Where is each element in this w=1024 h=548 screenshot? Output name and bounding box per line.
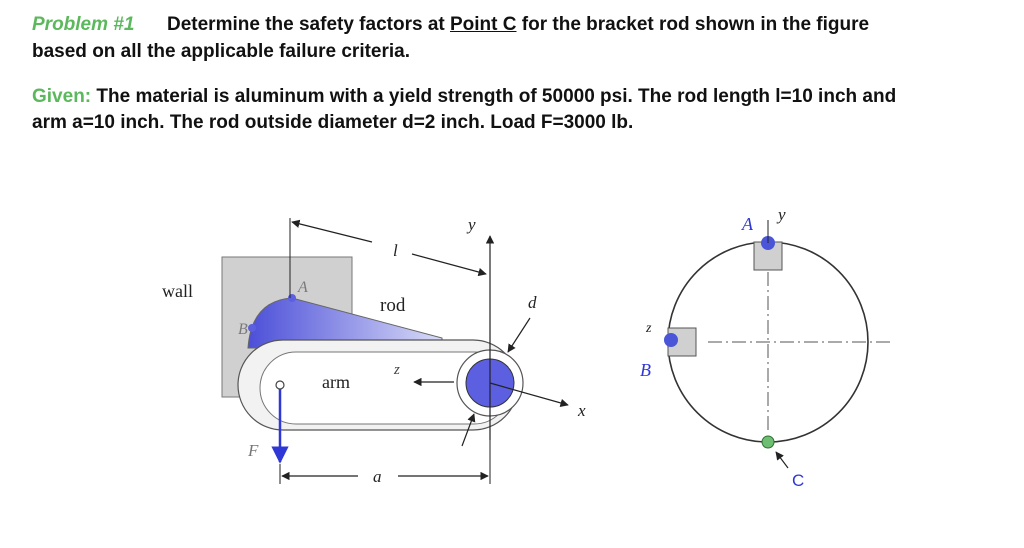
point-b-marker: [248, 324, 256, 332]
x-label: x: [577, 401, 586, 420]
z-label: z: [393, 362, 400, 378]
point-b-section-marker: [664, 333, 678, 347]
wall-label: wall: [162, 281, 193, 301]
section-z-label: z: [645, 321, 652, 336]
point-c-marker: [761, 435, 775, 449]
load-point: [275, 380, 285, 390]
l-dim-arrow-left: [291, 219, 373, 243]
problem-text-suffix: for the bracket rod shown in the figure: [521, 14, 870, 35]
given-text-1: The material is aluminum with a yield st…: [96, 86, 897, 107]
l-dim-arrow-right: [411, 253, 487, 277]
label-a: A: [297, 279, 308, 296]
given-label: Given:: [32, 86, 92, 107]
label-b: B: [238, 321, 248, 338]
arm-label: arm: [322, 372, 350, 392]
a-label: a: [373, 467, 382, 486]
point-c-leader: [775, 451, 789, 469]
point-a-marker: [288, 294, 296, 302]
d-dim-arrow-top: [507, 317, 531, 353]
section-a-label: A: [741, 214, 754, 234]
problem-statement-line2: based on all the applicable failure crit…: [32, 41, 411, 62]
d-label: d: [528, 293, 537, 312]
d-dim-arrow-bottom: [461, 413, 476, 447]
y-label: y: [466, 215, 476, 234]
section-y-label: y: [776, 205, 786, 224]
given-line2: arm a=10 inch. The rod outside diameter …: [32, 112, 634, 133]
problem-label: Problem #1: [32, 14, 135, 35]
point-c-text: Point C: [450, 14, 517, 35]
x-axis: [489, 382, 569, 407]
problem-statement-line1: Problem #1 Determine the safety factors …: [32, 14, 869, 36]
section-b-label: B: [640, 360, 651, 380]
section-c-label: C: [792, 471, 804, 490]
l-label: l: [393, 241, 398, 260]
rod-body: [247, 297, 443, 349]
given-line1: Given: The material is aluminum with a y…: [32, 86, 896, 108]
problem-text-prefix: Determine the safety factors at: [167, 14, 445, 35]
f-label: F: [247, 441, 259, 460]
rod-label: rod: [380, 295, 406, 316]
